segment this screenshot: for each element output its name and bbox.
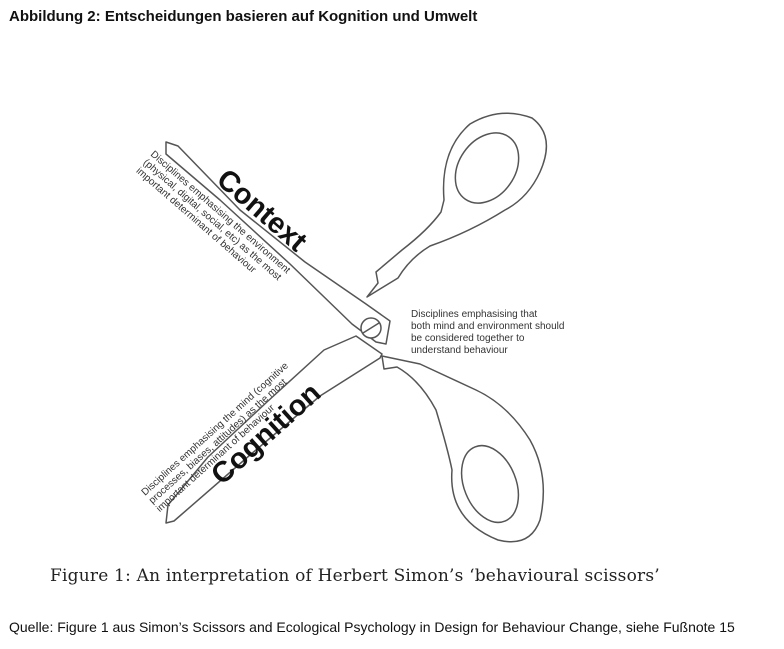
lower-finger-hole xyxy=(460,444,520,524)
middle-text-line-2: both mind and environment should xyxy=(411,321,564,332)
lower-handle xyxy=(381,355,545,543)
upper-finger-hole xyxy=(454,132,520,204)
upper-handle xyxy=(366,112,548,298)
lower-blade xyxy=(165,335,383,524)
middle-text-line-4: understand behaviour xyxy=(411,345,508,356)
source-note: Quelle: Figure 1 aus Simon’s Scissors an… xyxy=(9,619,735,635)
middle-text-line-1: Disciplines emphasising that xyxy=(411,309,537,320)
figure-caption: Figure 1: An interpretation of Herbert S… xyxy=(50,566,660,586)
upper-blade xyxy=(165,141,391,345)
figure-heading: Abbildung 2: Entscheidungen basieren auf… xyxy=(9,8,478,25)
middle-text-line-3: be considered together to xyxy=(411,333,525,344)
pivot-screw-slot xyxy=(362,322,380,334)
